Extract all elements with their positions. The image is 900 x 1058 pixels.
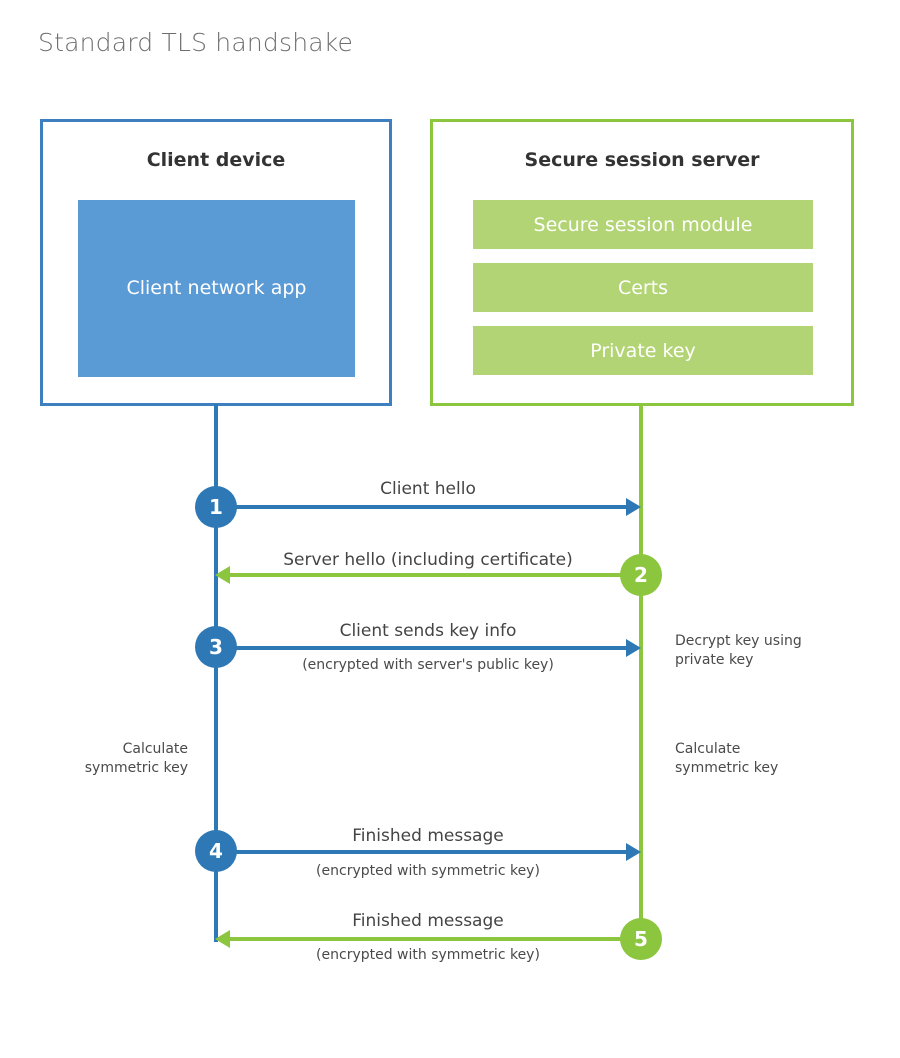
step-2-arrow-line	[230, 573, 622, 577]
client-note-calculate-line1: Calculate	[122, 741, 188, 757]
page-title: Standard TLS handshake	[38, 28, 354, 57]
step-2-arrowhead-icon	[215, 566, 230, 584]
server-note-calculate-line2: symmetric key	[675, 759, 779, 776]
step-2-label: Server hello (including certificate)	[283, 550, 573, 570]
server-note-decrypt-key-line2: private key	[675, 651, 754, 668]
server-lifeline	[639, 404, 643, 940]
step-5-circle[interactable]: 5	[620, 918, 662, 960]
step-1-label: Client hello	[380, 479, 476, 499]
server-bar-private-key: Private key	[473, 326, 813, 375]
step-5-label: Finished message	[352, 911, 504, 931]
secure-session-server-title: Secure session server	[524, 149, 760, 171]
client-note-calculate-symmetric-key: Calculate symmetric key	[28, 740, 188, 778]
step-5-arrowhead-icon	[215, 930, 230, 948]
client-note-calculate-line2: symmetric key	[84, 759, 188, 776]
step-4-sublabel: (encrypted with symmetric key)	[316, 863, 540, 879]
step-5-sublabel: (encrypted with symmetric key)	[316, 947, 540, 963]
client-network-app-block: Client network app	[78, 200, 355, 377]
step-4-arrowhead-icon	[626, 843, 641, 861]
server-note-decrypt-key-line1: Decrypt key using	[675, 633, 802, 649]
step-3-sublabel: (encrypted with server's public key)	[302, 657, 554, 673]
step-1-arrowhead-icon	[626, 498, 641, 516]
step-2-circle[interactable]: 2	[620, 554, 662, 596]
step-4-arrow-line	[216, 850, 626, 854]
step-1-arrow-line	[216, 505, 626, 509]
server-bar-certs: Certs	[473, 263, 813, 312]
server-note-calculate-line1: Calculate	[675, 741, 741, 757]
client-device-title: Client device	[146, 149, 286, 171]
step-1-circle[interactable]: 1	[195, 486, 237, 528]
server-note-decrypt-key: Decrypt key using private key	[675, 632, 855, 670]
client-device-box: Client device Client network app	[40, 119, 392, 406]
step-5-arrow-line	[230, 937, 622, 941]
step-3-arrow-line	[216, 646, 626, 650]
step-4-label: Finished message	[352, 826, 504, 846]
secure-session-server-box: Secure session server Secure session mod…	[430, 119, 854, 406]
step-3-label: Client sends key info	[339, 621, 517, 641]
step-4-circle[interactable]: 4	[195, 830, 237, 872]
step-3-arrowhead-icon	[626, 639, 641, 657]
server-bar-secure-session-module: Secure session module	[473, 200, 813, 249]
client-lifeline	[214, 404, 218, 942]
step-3-circle[interactable]: 3	[195, 626, 237, 668]
server-note-calculate-symmetric-key: Calculate symmetric key	[675, 740, 855, 778]
